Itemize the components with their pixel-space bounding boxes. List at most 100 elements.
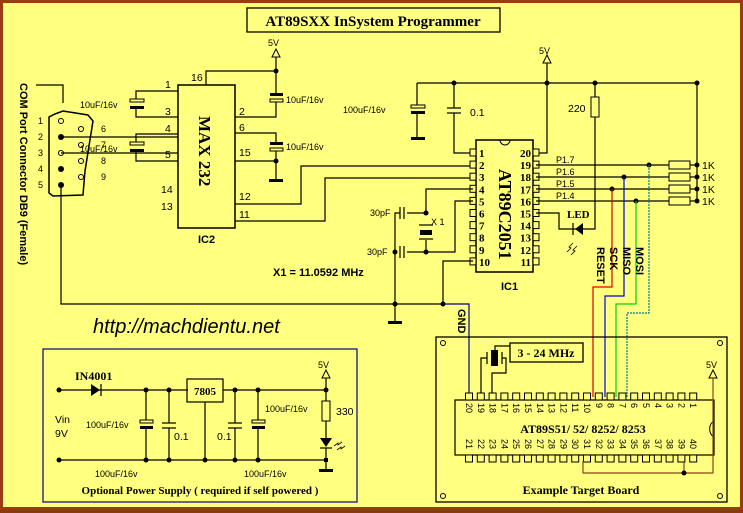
target-top-pin-number: 9 bbox=[594, 403, 604, 408]
title: AT89SXX InSystem Programmer bbox=[265, 14, 481, 30]
target-bottom-pin-number: 37 bbox=[653, 439, 663, 449]
target-bottom-pin-number: 39 bbox=[676, 439, 686, 449]
target-pin-box bbox=[465, 392, 473, 401]
max232-name: MAX 232 bbox=[195, 116, 214, 186]
target-bottom-pin-number: 24 bbox=[499, 439, 509, 449]
target-pin-box bbox=[476, 392, 485, 401]
miso-wire bbox=[615, 201, 637, 397]
ic1-left-pin-number: 9 bbox=[479, 245, 485, 257]
ic1-pin-box bbox=[469, 148, 477, 157]
target-pin-box bbox=[653, 392, 662, 401]
ic2-cap-3-label: 10uF/16v bbox=[286, 95, 324, 105]
ic1-pin-box bbox=[469, 209, 477, 217]
target-pin-box bbox=[689, 392, 698, 401]
ic2-pin-5: 5 bbox=[165, 149, 171, 161]
target-bottom-pin-number: 30 bbox=[570, 439, 580, 449]
vin-label: Vin bbox=[55, 414, 70, 426]
target-pin-box bbox=[524, 454, 532, 463]
target-crystal-box bbox=[509, 342, 584, 363]
ic1-5v-label: 5V bbox=[539, 46, 550, 56]
target-crystal-freq: 3 - 24 MHz bbox=[518, 346, 576, 360]
target-pin-box bbox=[571, 392, 580, 401]
target-pin-box bbox=[512, 392, 521, 401]
ic2-pin-14: 14 bbox=[161, 184, 173, 196]
target-pin-box bbox=[559, 392, 568, 401]
target-bottom-pin-number: 36 bbox=[641, 439, 651, 449]
target-top-pin-number: 11 bbox=[570, 403, 580, 412]
signal-miso: MISO bbox=[620, 247, 632, 276]
signal-mosi: MOSI bbox=[633, 247, 645, 275]
target-board-label: Example Target Board bbox=[523, 483, 640, 497]
crystal-frequency: X1 = 11.0592 MHz bbox=[273, 267, 364, 279]
ic2-pin-1: 1 bbox=[165, 79, 171, 91]
at89c2051-chip bbox=[475, 139, 534, 273]
ic1-pin-box bbox=[469, 245, 477, 254]
target-pin-box bbox=[583, 454, 591, 463]
ic1-pin-box bbox=[532, 257, 540, 266]
gnd-label: GND bbox=[455, 309, 467, 334]
target-pin-box bbox=[653, 454, 662, 463]
ic2-cap-4-label: 10uF/16v bbox=[286, 142, 324, 152]
target-pin-box bbox=[465, 454, 473, 463]
ic1-pin-box bbox=[469, 233, 477, 242]
ic1-left-pin-number: 1 bbox=[479, 148, 485, 160]
target-pin-box bbox=[512, 454, 521, 463]
target-pin-box bbox=[583, 392, 591, 401]
ic2-pin-13: 13 bbox=[161, 201, 173, 213]
target-top-pin-number: 18 bbox=[488, 403, 498, 413]
ic2-pin-4: 4 bbox=[165, 123, 171, 135]
ic2-cap-2-label: 10uF/16v bbox=[80, 144, 118, 154]
ic1-pin-box bbox=[532, 221, 540, 230]
ic1-left-pin-number: 8 bbox=[479, 233, 485, 245]
ic1-pin-box bbox=[532, 148, 540, 157]
target-chip-name: AT89S51/ 52/ 8252/ 8253 bbox=[520, 422, 645, 436]
led-resistor-label: 220 bbox=[568, 103, 586, 115]
ps-cap-1-label: 100uF/16v bbox=[86, 420, 129, 430]
db9-pin-8: 8 bbox=[101, 156, 106, 166]
port-label-p15: P1.5 bbox=[556, 179, 575, 189]
target-pin-box bbox=[547, 392, 556, 401]
target-top-pin-number: 8 bbox=[606, 403, 616, 408]
ic1-pin-box bbox=[532, 245, 540, 254]
ic1-left-pin-number: 7 bbox=[479, 221, 485, 233]
ps-cap-2-label: 0.1 bbox=[174, 431, 189, 443]
ic2-pin-6: 6 bbox=[239, 122, 245, 134]
signal-reset: RESET bbox=[594, 247, 606, 284]
crystal-ref: X 1 bbox=[431, 217, 445, 227]
ic1-left-pin-number: 2 bbox=[479, 160, 485, 172]
ic1-right-pin-number: 12 bbox=[520, 245, 532, 257]
target-top-pin-number: 5 bbox=[641, 403, 651, 408]
ic1-right-pin-number: 19 bbox=[520, 160, 532, 172]
target-bottom-pin-number: 34 bbox=[617, 439, 627, 449]
crystal-cap-1-label: 30pF bbox=[370, 208, 391, 218]
ic2-cap-1-label: 10uF/16v bbox=[80, 100, 118, 110]
pullup-resistors bbox=[668, 160, 700, 206]
target-bottom-pin-number: 23 bbox=[488, 439, 498, 449]
website-url[interactable]: http://machdientu.net bbox=[93, 316, 281, 338]
target-pin-box bbox=[500, 392, 509, 401]
target-top-pin-number: 19 bbox=[476, 403, 486, 413]
db9-pin-9: 9 bbox=[101, 172, 106, 182]
port-label-p14: P1.4 bbox=[556, 191, 575, 201]
target-top-pin-number: 16 bbox=[511, 403, 521, 413]
target-pin-box bbox=[535, 392, 544, 401]
target-pin-box bbox=[689, 454, 698, 463]
target-pin-box bbox=[606, 392, 615, 401]
ic1-pin-box bbox=[469, 160, 477, 169]
ic1-left-pin-number: 10 bbox=[479, 257, 491, 269]
target-pin-box bbox=[630, 392, 639, 401]
target-pin-box bbox=[524, 392, 532, 401]
mosi-wire bbox=[626, 165, 650, 397]
pullup-label-4: 1K bbox=[702, 196, 715, 208]
ic2-ref: IC2 bbox=[198, 234, 215, 246]
target-pin-box bbox=[571, 454, 580, 463]
target-pin-box bbox=[594, 392, 603, 401]
target-bottom-pin-number: 26 bbox=[523, 439, 533, 449]
target-top-pin-number: 1 bbox=[688, 403, 698, 408]
target-5v-label: 5V bbox=[706, 360, 717, 370]
target-bottom-pin-number: 40 bbox=[688, 439, 698, 449]
target-bottom-pin-number: 31 bbox=[582, 439, 592, 449]
